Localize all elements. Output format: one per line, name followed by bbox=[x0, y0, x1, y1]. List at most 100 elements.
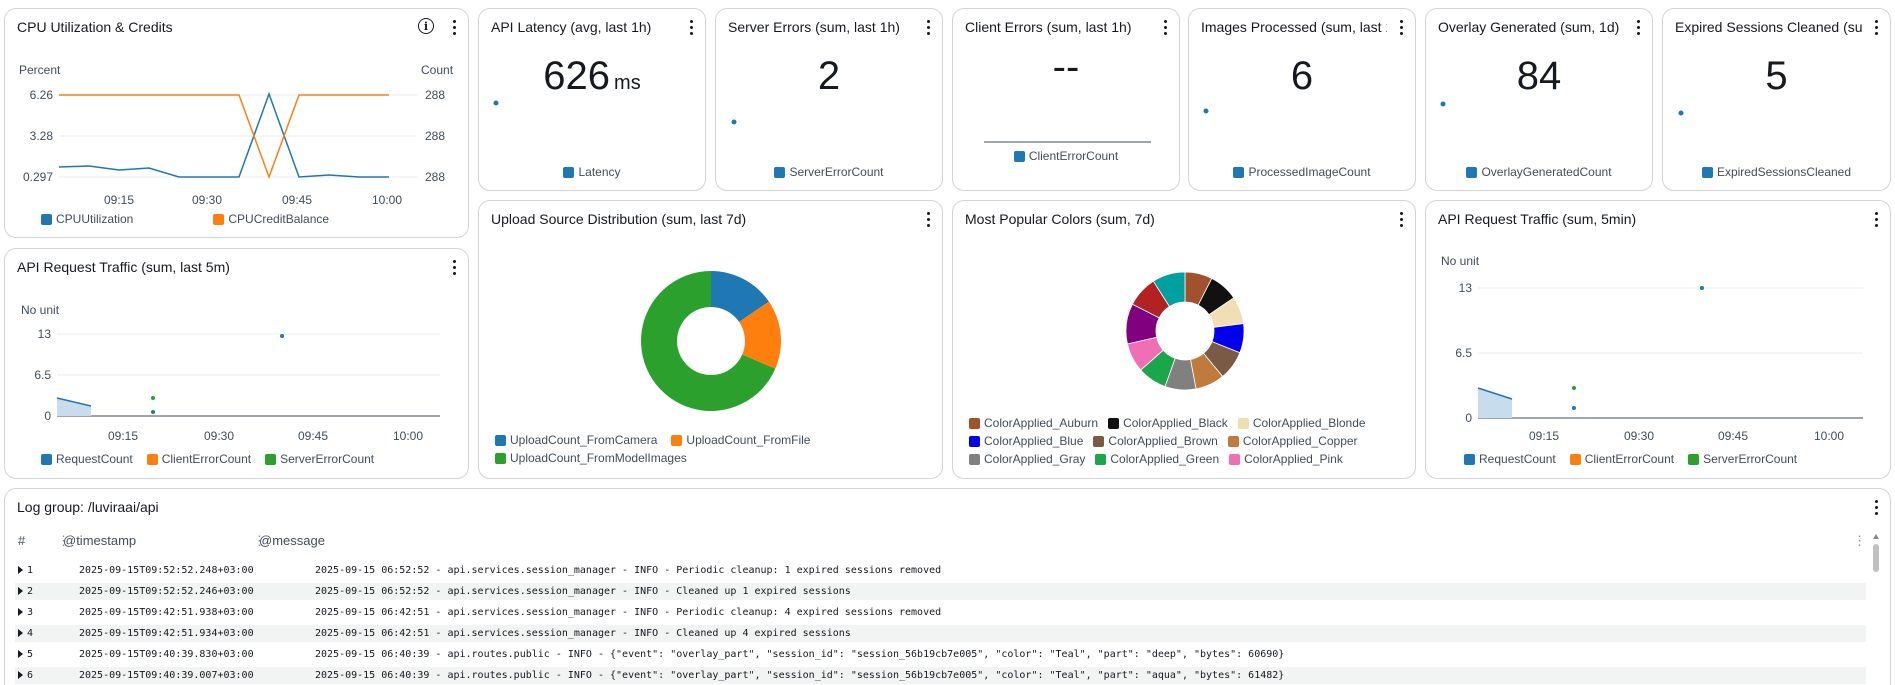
legend-item[interactable]: UploadCount_FromModelImages bbox=[495, 451, 687, 465]
column-message[interactable]: @message bbox=[259, 533, 325, 548]
y-tick: 0 bbox=[1465, 411, 1472, 425]
widget-menu-button[interactable] bbox=[920, 17, 936, 37]
row-number: 6 bbox=[27, 670, 34, 681]
widget-title: Client Errors (sum, last 1h) bbox=[965, 19, 1132, 35]
widget-menu-button[interactable] bbox=[1868, 209, 1884, 229]
x-tick: 10:00 bbox=[1814, 429, 1844, 443]
legend-item[interactable]: Latency bbox=[563, 165, 621, 179]
legend-item[interactable]: ColorApplied_Brown bbox=[1093, 434, 1218, 448]
row-message: 2025-09-15 06:42:51 - api.services.sessi… bbox=[315, 607, 942, 618]
chart-legend: ProcessedImageCount bbox=[1189, 165, 1415, 179]
legend-item[interactable]: ClientErrorCount bbox=[146, 452, 251, 466]
legend-item[interactable]: ColorApplied_Black bbox=[1108, 416, 1228, 430]
row-message: 2025-09-15 06:52:52 - api.services.sessi… bbox=[315, 565, 942, 576]
legend-item[interactable]: ClientErrorCount bbox=[1013, 149, 1118, 163]
request-area bbox=[1478, 388, 1512, 418]
expand-row-caret[interactable] bbox=[18, 587, 23, 598]
legend-item[interactable]: OverlayGeneratedCount bbox=[1466, 165, 1612, 179]
metric-value: -- bbox=[1052, 45, 1080, 89]
legend-item[interactable]: ColorApplied_Gray bbox=[969, 452, 1085, 466]
row-message: 2025-09-15 06:40:39 - api.routes.public … bbox=[315, 649, 1285, 660]
legend-item[interactable]: ColorApplied_Blue bbox=[969, 434, 1083, 448]
legend-item[interactable]: CPUCreditBalance bbox=[213, 212, 329, 226]
y-tick: 13 bbox=[1459, 281, 1473, 295]
column-resize-handle[interactable]: ⋮ bbox=[253, 533, 266, 548]
widget-menu-button[interactable] bbox=[1630, 17, 1646, 37]
row-timestamp: 2025-09-15T09:40:39.830+03:00 bbox=[79, 649, 254, 660]
legend-item[interactable]: ColorApplied_Pink bbox=[1229, 452, 1343, 466]
widget-menu-button[interactable] bbox=[1393, 17, 1409, 37]
y-axis-unit: No unit bbox=[21, 303, 60, 317]
widget-title: Images Processed (sum, last 1h) bbox=[1201, 19, 1387, 35]
widget-title: Expired Sessions Cleaned (sum) bbox=[1675, 19, 1862, 35]
legend-item[interactable]: ColorApplied_Green bbox=[1095, 452, 1219, 466]
client-errors-widget: Client Errors (sum, last 1h) -- ClientEr… bbox=[952, 8, 1180, 191]
widget-menu-button[interactable] bbox=[1868, 497, 1884, 517]
expand-row-caret[interactable] bbox=[18, 629, 23, 640]
sparkline-point bbox=[1203, 108, 1209, 114]
legend-item[interactable]: ProcessedImageCount bbox=[1233, 165, 1371, 179]
legend-item[interactable]: RequestCount bbox=[41, 452, 133, 466]
chart-legend: UploadCount_FromCamera UploadCount_FromF… bbox=[495, 433, 935, 465]
column-timestamp[interactable]: @timestamp bbox=[63, 533, 137, 548]
slice-from-file[interactable] bbox=[739, 301, 781, 369]
legend-item[interactable]: ColorApplied_Auburn bbox=[969, 416, 1098, 430]
sparkline-point bbox=[1678, 110, 1684, 116]
widget-title: CPU Utilization & Credits bbox=[17, 19, 173, 35]
row-number: 4 bbox=[27, 628, 34, 639]
legend-item[interactable]: UploadCount_FromCamera bbox=[495, 433, 657, 447]
scrollbar-thumb[interactable] bbox=[1873, 544, 1879, 572]
widget-menu-button[interactable] bbox=[446, 17, 462, 37]
widget-menu-button[interactable] bbox=[446, 257, 462, 277]
slice-teal[interactable] bbox=[1152, 271, 1186, 308]
expand-row-caret[interactable] bbox=[18, 566, 23, 577]
x-tick: 09:15 bbox=[104, 193, 134, 207]
right-tick: 288 bbox=[425, 170, 445, 184]
server-errors-widget: Server Errors (sum, last 1h) 2 ServerErr… bbox=[715, 8, 943, 191]
cpu-utilization-line bbox=[58, 91, 389, 178]
log-group-widget: Log group: /luviraai/api # ⋮ @timestamp … bbox=[4, 488, 1891, 685]
legend-item[interactable]: ColorApplied_Copper bbox=[1227, 434, 1358, 448]
sparkline-point bbox=[731, 119, 737, 125]
legend-item[interactable]: ColorApplied_Blonde bbox=[1237, 416, 1366, 430]
colors-donut-chart bbox=[1125, 271, 1245, 391]
metric-value: 5 bbox=[1765, 54, 1788, 98]
request-line bbox=[56, 397, 92, 407]
legend-item[interactable]: ServerErrorCount bbox=[1688, 452, 1797, 466]
widget-menu-button[interactable] bbox=[1157, 17, 1173, 37]
legend-item[interactable]: ClientErrorCount bbox=[1569, 452, 1674, 466]
column-resize-handle[interactable]: ⋮ bbox=[1853, 533, 1866, 548]
legend-item[interactable]: ExpiredSessionsCleaned bbox=[1701, 165, 1851, 179]
widget-menu-button[interactable] bbox=[1868, 17, 1884, 37]
row-timestamp: 2025-09-15T09:52:52.246+03:00 bbox=[79, 586, 254, 597]
scrollbar[interactable] bbox=[1872, 534, 1880, 684]
row-message: 2025-09-15 06:52:52 - api.services.sessi… bbox=[315, 586, 851, 597]
widget-title: API Request Traffic (sum, last 5m) bbox=[17, 259, 230, 275]
x-tick: 09:30 bbox=[204, 429, 234, 443]
info-icon[interactable]: i bbox=[418, 18, 434, 34]
legend-item[interactable]: ServerErrorCount bbox=[265, 452, 374, 466]
widget-menu-button[interactable] bbox=[920, 209, 936, 229]
column-resize-handle[interactable]: ⋮ bbox=[57, 533, 70, 548]
legend-item[interactable]: UploadCount_FromFile bbox=[671, 433, 810, 447]
chart-legend: ServerErrorCount bbox=[716, 165, 942, 179]
legend-item[interactable]: CPUUtilization bbox=[41, 212, 133, 226]
slice-from-camera[interactable] bbox=[711, 271, 769, 322]
legend-item[interactable]: RequestCount bbox=[1464, 452, 1556, 466]
slice-from-model-images[interactable] bbox=[641, 271, 776, 411]
expand-row-caret[interactable] bbox=[18, 650, 23, 661]
left-tick: 6.26 bbox=[30, 88, 54, 102]
legend-item[interactable]: ServerErrorCount bbox=[774, 165, 884, 179]
expand-row-caret[interactable] bbox=[18, 608, 23, 619]
widget-menu-button[interactable] bbox=[1393, 209, 1409, 229]
widget-menu-button[interactable] bbox=[683, 17, 699, 37]
widget-title: API Request Traffic (sum, 5min) bbox=[1438, 211, 1637, 227]
row-number: 1 bbox=[27, 565, 34, 576]
expand-row-caret[interactable] bbox=[18, 671, 23, 682]
